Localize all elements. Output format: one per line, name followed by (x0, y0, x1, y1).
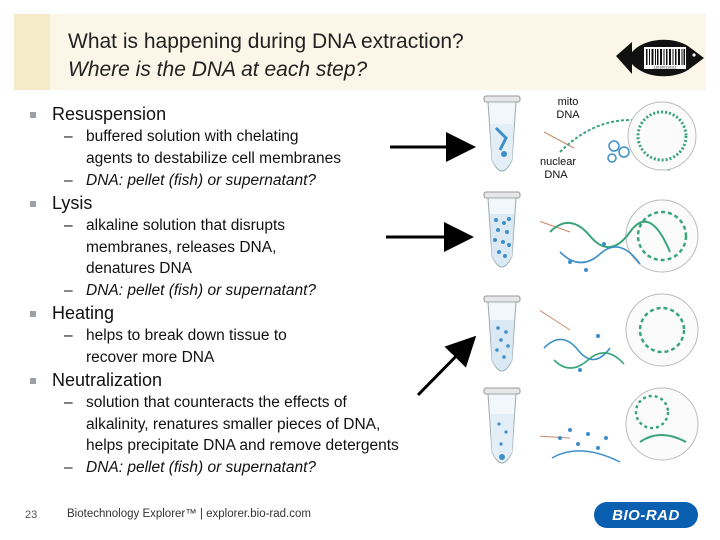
sub-text: DNA: pellet (fish) or supernatant? (86, 459, 317, 476)
sub-heating-description: –helps to break down tissue to recover m… (64, 325, 287, 368)
sub-resuspension-question: –DNA: pellet (fish) or supernatant? (64, 170, 316, 192)
sub-dash: – (64, 459, 73, 476)
label-text: nuclear (540, 156, 577, 168)
title-accent-bar (14, 14, 50, 90)
barcode-digits: 110100110111 (654, 66, 677, 70)
sub-text: solution that counteracts the effects of (86, 394, 347, 411)
sub-text: alkalinity, renatures smaller pieces of … (86, 415, 381, 433)
sub-neutralization-question: –DNA: pellet (fish) or supernatant? (64, 457, 316, 479)
bullet-marker (30, 111, 36, 118)
label-text: DNA (556, 109, 580, 121)
arrow-heating (416, 335, 477, 397)
bullet-lysis: Lysis (30, 193, 92, 214)
sub-text: buffered solution with chelating (86, 128, 299, 145)
bullet-label: Heating (52, 303, 115, 323)
zoom-lysed-cells (540, 199, 699, 273)
bio-rad-logo: BIO-RAD (594, 502, 698, 528)
sub-dash: – (64, 217, 73, 234)
zoom-neutralized-sample (540, 387, 699, 463)
footer-text: Biotechnology Explorer™ | explorer.bio-r… (67, 508, 311, 520)
sub-dash: – (64, 394, 73, 411)
bullet-heating: Heating (30, 303, 114, 324)
sub-text: helps precipitate DNA and remove deterge… (86, 437, 399, 454)
sub-text: recover more DNA (86, 348, 215, 366)
tube-lysis-icon (483, 191, 521, 268)
slide-subtitle: Where is the DNA at each step? (68, 58, 368, 81)
bullet-marker (30, 200, 36, 207)
sub-text: agents to destabilize cell membranes (86, 149, 342, 167)
sub-dash: – (64, 282, 73, 299)
sub-text: membranes, releases DNA, (86, 238, 277, 256)
label-text: DNA (544, 169, 568, 181)
tube-heating-icon (483, 295, 521, 372)
sub-text: DNA: pellet (fish) or supernatant? (86, 172, 317, 189)
label-text: mito (557, 96, 579, 108)
zoom-heated-sample (540, 293, 699, 372)
bullet-marker (30, 310, 36, 317)
sub-neutralization-description: –solution that counteracts the effects o… (64, 392, 399, 457)
bullet-marker (30, 377, 36, 384)
sub-dash: – (64, 172, 73, 189)
slide-number: 23 (25, 509, 38, 521)
bullet-label: Resuspension (52, 104, 167, 124)
title-band (14, 14, 706, 90)
sub-dash: – (64, 327, 73, 344)
sub-resuspension-description: –buffered solution with chelating agents… (64, 126, 341, 169)
sub-text: alkaline solution that disrupts (86, 217, 286, 234)
label-mito-dna: mito DNA (546, 96, 590, 122)
label-nuclear-dna: nuclear DNA (540, 156, 577, 182)
bullet-label: Lysis (52, 193, 93, 213)
tube-resuspension-icon (483, 95, 521, 172)
tube-neutralization-icon (483, 387, 521, 464)
sub-lysis-question: –DNA: pellet (fish) or supernatant? (64, 280, 316, 302)
sub-text: helps to break down tissue to (86, 327, 287, 344)
bullet-resuspension: Resuspension (30, 104, 166, 125)
zoom-intact-cells (543, 101, 697, 173)
fish-barcode-icon: 110100110111 (616, 39, 704, 77)
sub-lysis-description: –alkaline solution that disrupts membran… (64, 215, 285, 280)
sub-text: denatures DNA (86, 260, 192, 277)
bullet-label: Neutralization (52, 370, 163, 390)
sub-dash: – (64, 128, 73, 145)
bullet-neutralization: Neutralization (30, 370, 162, 391)
sub-text: DNA: pellet (fish) or supernatant? (86, 282, 317, 299)
slide-title: What is happening during DNA extraction? (68, 30, 464, 53)
